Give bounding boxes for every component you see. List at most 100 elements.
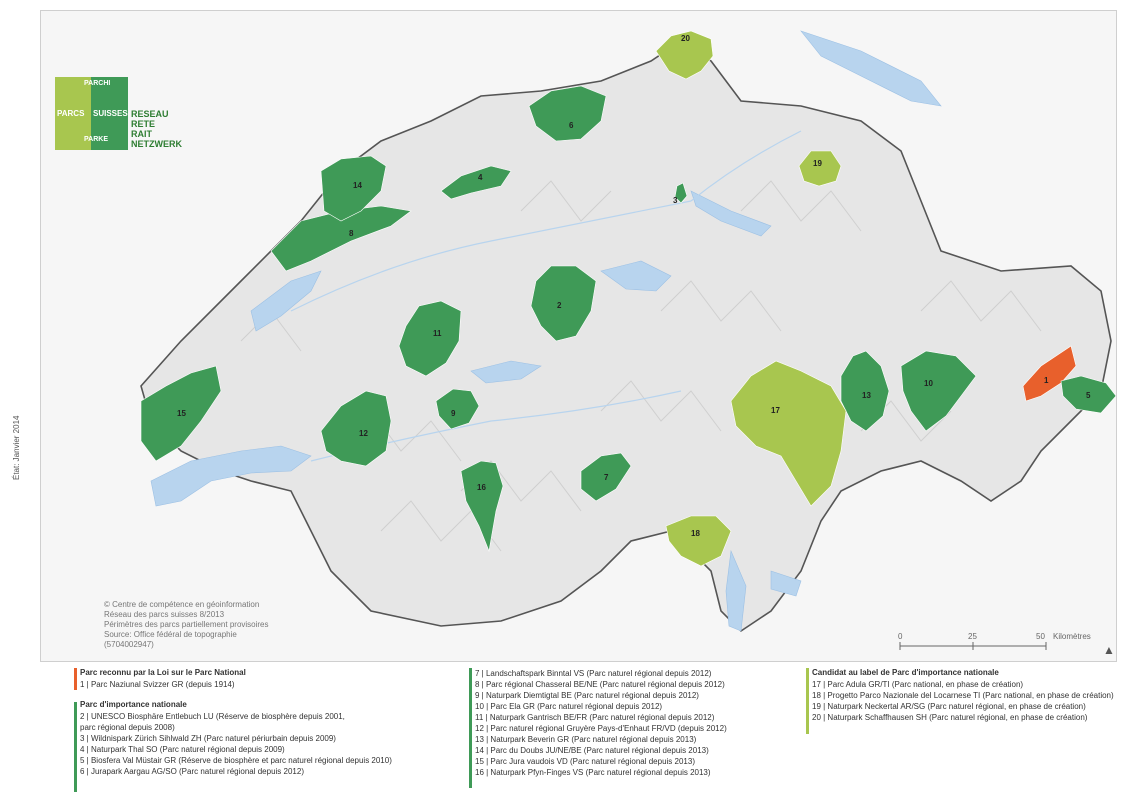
park-18[interactable] <box>665 515 732 567</box>
park-label-14: 14 <box>353 181 362 190</box>
park-label-3: 3 <box>673 196 678 205</box>
legend-heading-national: Parc reconnu par la Loi sur le Parc Nati… <box>80 668 246 677</box>
park-12[interactable] <box>320 390 392 467</box>
country-shape-switzerland <box>140 40 1112 633</box>
park-label-5: 5 <box>1086 391 1091 400</box>
park-label-4: 4 <box>478 173 483 182</box>
park-16[interactable] <box>460 460 504 553</box>
park-3[interactable] <box>674 182 688 204</box>
logo-word-3: NETZWERK <box>131 139 182 149</box>
legend-item: 19 | Naturpark Neckertal AR/SG (Parc nat… <box>812 702 1086 711</box>
legend-item: 16 | Naturpark Pfyn-Finges VS (Parc natu… <box>475 768 711 777</box>
logo-block-dark <box>91 77 128 150</box>
credit-line: Réseau des parcs suisses 8/2013 <box>104 610 225 619</box>
legend-item: 14 | Parc du Doubs JU/NE/BE (Parc nature… <box>475 746 709 755</box>
legend-item: 18 | Progetto Parco Nazionale del Locarn… <box>812 691 1114 700</box>
lake-lugano <box>770 570 802 597</box>
legend-heading-candidate: Candidat au label de Parc d'importance n… <box>812 668 999 677</box>
legend-column-2: 7 | Landschaftspark Binntal VS (Parc nat… <box>469 668 805 788</box>
park-label-13: 13 <box>862 391 871 400</box>
logo-text-suisses: SUISSES <box>93 109 128 118</box>
scale-bar: 0 25 50 <box>898 628 1048 656</box>
lake-neuchatel <box>250 270 322 332</box>
legend: Parc reconnu par la Loi sur le Parc Nati… <box>74 668 1120 792</box>
logo-word-2: RAIT <box>131 129 152 139</box>
legend-item: 15 | Parc Jura vaudois VD (Parc naturel … <box>475 757 695 766</box>
park-label-16: 16 <box>477 483 486 492</box>
logo-word-0: RESEAU <box>131 109 169 119</box>
credit-line: © Centre de compétence en géoinformation <box>104 600 260 609</box>
park-label-15: 15 <box>177 409 186 418</box>
legend-item: parc régional depuis 2008) <box>80 723 175 732</box>
park-19[interactable] <box>798 150 842 187</box>
logo-reseau-parcs-suisses: PARCS PARCHI SUISSES PARKE RESEAU RETE R… <box>55 77 182 157</box>
lake-thun <box>470 360 542 384</box>
legend-column-3: Candidat au label de Parc d'importance n… <box>806 668 1114 734</box>
legend-item: 13 | Naturpark Beverin GR (Parc naturel … <box>475 735 697 744</box>
scale-tick-25: 25 <box>968 632 977 641</box>
legend-swatch-candidate <box>806 668 809 734</box>
scale-bar-graphic <box>899 642 1047 650</box>
logo-text-parchi: PARCHI <box>84 80 111 87</box>
park-1[interactable] <box>1022 345 1077 402</box>
north-arrow-icon: ▲ <box>1103 643 1115 657</box>
logo-text-parcs: PARCS <box>57 109 85 118</box>
legend-swatch-importance <box>74 702 77 792</box>
relief-map <box>41 11 1116 661</box>
legend-item: 9 | Naturpark Diemtigtal BE (Parc nature… <box>475 691 699 700</box>
map-credits: © Centre de compétence en géoinformation… <box>104 600 269 650</box>
park-label-6: 6 <box>569 121 574 130</box>
scale-tick-50: 50 <box>1036 632 1045 641</box>
park-label-10: 10 <box>924 379 933 388</box>
park-label-7: 7 <box>604 473 609 482</box>
park-7[interactable] <box>580 452 632 502</box>
legend-heading-importance: Parc d'importance nationale <box>80 700 187 709</box>
park-14[interactable] <box>320 155 387 222</box>
legend-item: 5 | Biosfera Val Müstair GR (Réserve de … <box>80 756 392 765</box>
credit-line: (5704002947) <box>104 640 154 649</box>
legend-item: 7 | Landschaftspark Binntal VS (Parc nat… <box>475 669 712 678</box>
park-label-9: 9 <box>451 409 456 418</box>
park-4[interactable] <box>440 165 512 200</box>
lake-geneva <box>150 445 312 507</box>
legend-swatch-importance-2 <box>469 668 472 788</box>
lake-lucerne <box>600 260 672 292</box>
scale-unit: Kilomètres <box>1053 632 1091 641</box>
legend-item: 2 | UNESCO Biosphäre Entlebuch LU (Réser… <box>80 712 345 721</box>
lakes <box>150 30 942 632</box>
park-label-11: 11 <box>433 329 442 338</box>
map-area[interactable]: 1 2 3 4 5 6 7 8 9 10 11 12 13 14 15 16 1… <box>40 10 1117 662</box>
park-5[interactable] <box>1060 375 1116 414</box>
legend-item: 4 | Naturpark Thal SO (Parc naturel régi… <box>80 745 285 754</box>
park-8[interactable] <box>270 205 412 272</box>
park-label-19: 19 <box>813 159 822 168</box>
park-label-17: 17 <box>771 406 780 415</box>
park-label-20: 20 <box>681 34 690 43</box>
legend-swatch-national <box>74 668 77 690</box>
park-label-1: 1 <box>1044 376 1049 385</box>
park-label-2: 2 <box>557 301 562 310</box>
park-17[interactable] <box>730 360 847 507</box>
park-6[interactable] <box>528 85 607 142</box>
credit-line: Source: Office fédéral de topographie <box>104 630 237 639</box>
legend-item: 11 | Naturpark Gantrisch BE/FR (Parc nat… <box>475 713 715 722</box>
lake-constance <box>800 30 942 107</box>
park-2[interactable] <box>530 265 597 342</box>
legend-item: 8 | Parc régional Chasseral BE/NE (Parc … <box>475 680 725 689</box>
park-15[interactable] <box>140 365 222 462</box>
legend-item: 10 | Parc Ela GR (Parc naturel régional … <box>475 702 663 711</box>
lake-maggiore <box>725 549 747 632</box>
date-label: État: Janvier 2014 <box>12 415 21 480</box>
park-9[interactable] <box>435 388 480 430</box>
scale-tick-0: 0 <box>898 632 903 641</box>
logo-text-parke: PARKE <box>84 136 108 143</box>
park-20[interactable] <box>655 30 714 80</box>
park-label-18: 18 <box>691 529 700 538</box>
legend-item: 6 | Jurapark Aargau AG/SO (Parc naturel … <box>80 767 304 776</box>
legend-item: 12 | Parc naturel régional Gruyère Pays-… <box>475 724 727 733</box>
park-10[interactable] <box>900 350 977 432</box>
legend-column-1: Parc reconnu par la Loi sur le Parc Nati… <box>74 668 450 792</box>
park-11[interactable] <box>398 300 462 377</box>
park-label-12: 12 <box>359 429 368 438</box>
